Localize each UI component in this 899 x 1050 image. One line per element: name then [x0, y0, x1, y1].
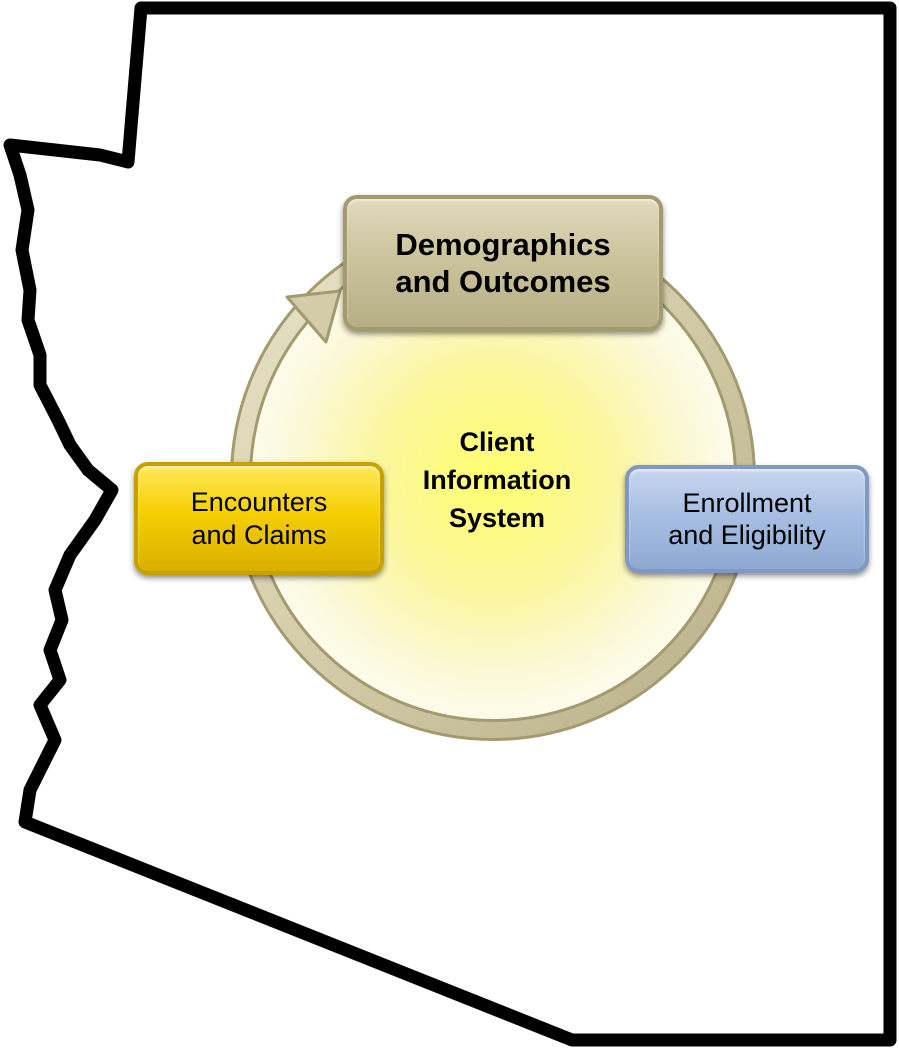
node-enrollment-eligibility: Enrollment and Eligibility [625, 465, 869, 573]
cycle-arrowhead [285, 289, 342, 344]
center-label: Client Information System [380, 424, 614, 537]
node-demographics-outcomes: Demographics and Outcomes [343, 195, 663, 331]
node-enrollment-eligibility-label: Enrollment and Eligibility [668, 487, 826, 550]
center-glow [248, 233, 738, 723]
node-demographics-outcomes-label: Demographics and Outcomes [395, 226, 611, 299]
node-encounters-claims: Encounters and Claims [134, 462, 384, 575]
center-label-text: Client Information System [422, 427, 572, 533]
node-encounters-claims-label: Encounters and Claims [190, 487, 328, 550]
